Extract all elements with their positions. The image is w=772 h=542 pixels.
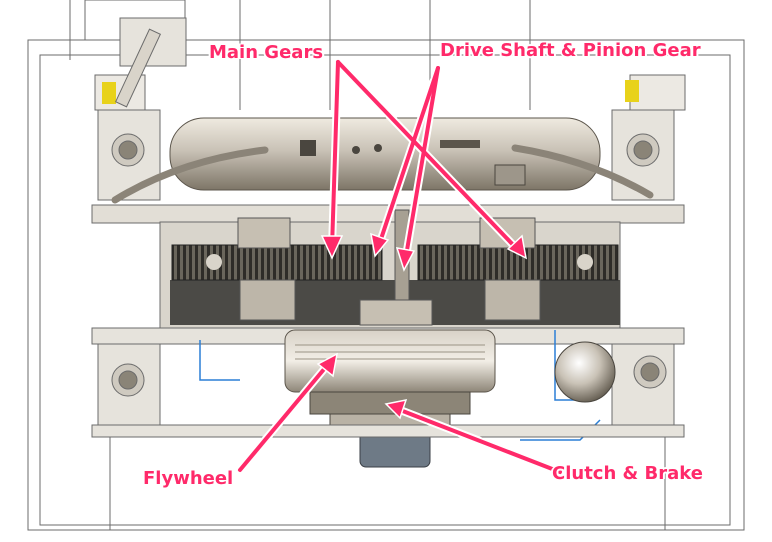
lever-arm <box>114 28 162 108</box>
main-gear-right <box>417 217 619 321</box>
air-pipes <box>111 144 654 204</box>
main-gear-left <box>171 217 383 321</box>
warning-light-right <box>625 80 639 102</box>
label-flywheel: Flywheel <box>143 468 234 489</box>
callout-arrows <box>236 58 564 476</box>
air-tank <box>169 117 601 191</box>
label-main-gears: Main Gears <box>209 42 324 63</box>
label-drive-shaft: Drive Shaft & Pinion Gear <box>440 40 701 61</box>
label-clutch-brake: Clutch & Brake <box>552 463 703 484</box>
corner-columns <box>97 109 675 426</box>
warning-light-left <box>102 82 116 104</box>
lower-frame <box>91 424 685 530</box>
accumulator-sphere <box>554 341 616 403</box>
